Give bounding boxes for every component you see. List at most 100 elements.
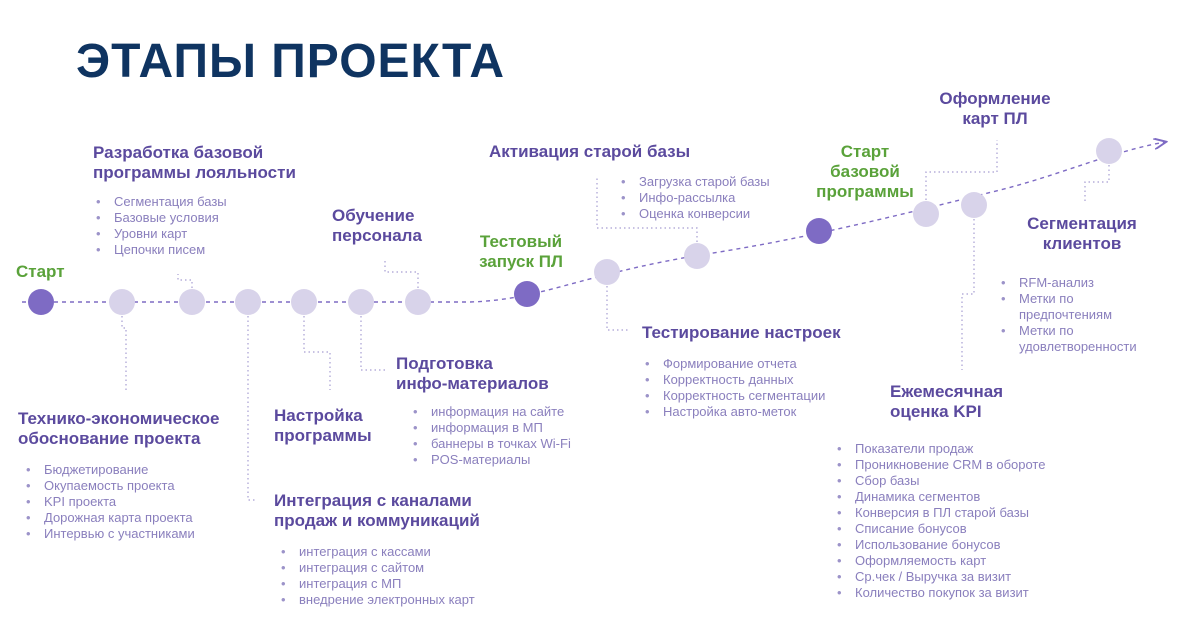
list-item: Ср.чек / Выручка за визит [835, 569, 1045, 585]
stage-base-start-title: Старт базовой программы [805, 142, 925, 202]
list-item: Использование бонусов [835, 537, 1045, 553]
stage-settings-testing-list: Формирование отчета Корректность данных … [643, 356, 825, 420]
milestone-feasibility [109, 289, 135, 315]
list-item: Уровни карт [94, 226, 227, 242]
list-item: Сегментация базы [94, 194, 227, 210]
title-line: Технико-экономическое [18, 409, 220, 428]
milestone-info-materials [348, 289, 374, 315]
stage-test-launch-title: Тестовый запуск ПЛ [460, 232, 582, 272]
list-item: интеграция с кассами [279, 544, 475, 560]
stage-base-program-list: Сегментация базы Базовые условия Уровни … [94, 194, 227, 258]
list-item: Проникновение CRM в обороте [835, 457, 1045, 473]
connector-kpi [961, 219, 975, 370]
stage-training-title: Обучение персонала [332, 206, 422, 246]
title-line: программы [816, 182, 914, 201]
title-line: Разработка базовой [93, 143, 264, 162]
title-line: обоснование проекта [18, 429, 201, 448]
milestone-base-program [179, 289, 205, 315]
list-item: интеграция с МП [279, 576, 475, 592]
list-item: Формирование отчета [643, 356, 825, 372]
list-item: Интервью с участниками [24, 526, 195, 542]
list-item: Цепочки писем [94, 242, 227, 258]
stage-base-program-title: Разработка базовой программы лояльности [93, 143, 296, 183]
milestone-program-setup [291, 289, 317, 315]
stage-kpi-title: Ежемесячная оценка KPI [890, 382, 1003, 422]
list-item: Динамика сегментов [835, 489, 1045, 505]
title-line: персонала [332, 226, 422, 245]
milestone-settings-testing [594, 259, 620, 285]
title-line: инфо-материалов [396, 374, 549, 393]
connector-segmentation [1084, 165, 1110, 204]
title-line: Старт [840, 142, 890, 161]
stage-info-materials-list: информация на сайте информация в МП банн… [411, 404, 571, 468]
list-item: информация в МП [411, 420, 571, 436]
list-item: Окупаемость проекта [24, 478, 195, 494]
stage-start-title: Старт [16, 262, 65, 281]
title-line: продаж и коммуникаций [274, 511, 480, 530]
title-line: Подготовка [396, 354, 493, 373]
connector-training [384, 258, 419, 288]
list-item: Списание бонусов [835, 521, 1045, 537]
list-item: Оформляемость карт [835, 553, 1045, 569]
title-line: клиентов [1042, 234, 1122, 253]
stage-old-base-list: Загрузка старой базы Инфо-рассылка Оценк… [619, 174, 770, 222]
title-line: карт ПЛ [962, 109, 1028, 128]
stage-settings-testing-title: Тестирование настроек [642, 323, 841, 342]
list-item: Показатели продаж [835, 441, 1045, 457]
title-line: программы лояльности [93, 163, 296, 182]
milestone-training [405, 289, 431, 315]
list-item: Инфо-рассылка [619, 190, 770, 206]
milestone-segmentation [1096, 138, 1122, 164]
stage-segmentation-list: RFM-анализ Метки по предпочтениям Метки … [999, 275, 1179, 355]
title-line: базовой [830, 162, 900, 181]
title-line: Сегментация [1027, 214, 1137, 233]
connector-lines [121, 140, 1110, 501]
stage-feasibility-title: Технико-экономическое обоснование проект… [18, 409, 219, 449]
title-line: Тестовый [479, 232, 563, 251]
title-line: Ежемесячная [890, 382, 1004, 401]
list-item: Корректность сегментации [643, 388, 825, 404]
connector-base-program [177, 274, 193, 288]
milestones [28, 138, 1122, 315]
title-line: Обучение [332, 206, 415, 225]
list-item: Количество покупок за визит [835, 585, 1045, 601]
connector-card-design [925, 140, 998, 200]
list-item: интеграция с сайтом [279, 560, 475, 576]
list-item: Бюджетирование [24, 462, 195, 478]
connector-integration [247, 316, 256, 501]
list-item: Метки по удовлетворенности [999, 323, 1169, 355]
title-line: Интеграция с каналами [274, 491, 472, 510]
list-item: Базовые условия [94, 210, 227, 226]
milestone-kpi [961, 192, 987, 218]
list-item: Дорожная карта проекта [24, 510, 195, 526]
list-item: Настройка авто-меток [643, 404, 825, 420]
list-item: Метки по предпочтениям [999, 291, 1159, 323]
list-item: Конверсия в ПЛ старой базы [835, 505, 1045, 521]
list-item: Сбор базы [835, 473, 1045, 489]
title-line: оценка KPI [890, 402, 982, 421]
list-item: информация на сайте [411, 404, 571, 420]
list-item: Корректность данных [643, 372, 825, 388]
stage-program-setup-title: Настройка программы [274, 406, 372, 446]
list-item: Загрузка старой базы [619, 174, 770, 190]
stage-integration-title: Интеграция с каналами продаж и коммуника… [274, 491, 480, 531]
milestone-integration [235, 289, 261, 315]
title-line: Настройка [274, 406, 363, 425]
stage-info-materials-title: Подготовка инфо-материалов [396, 354, 549, 394]
list-item: RFM-анализ [999, 275, 1179, 291]
list-item: баннеры в точках Wi-Fi [411, 436, 571, 452]
connector-old-base [596, 178, 698, 242]
stage-kpi-list: Показатели продаж Проникновение CRM в об… [835, 441, 1045, 601]
list-item: KPI проекта [24, 494, 195, 510]
title-line: Оформление [939, 89, 1051, 108]
list-item: POS-материалы [411, 452, 571, 468]
milestone-start [28, 289, 54, 315]
milestone-card-design [913, 201, 939, 227]
list-item: Оценка конверсии [619, 206, 770, 222]
connector-settings-testing [606, 286, 630, 331]
stage-feasibility-list: Бюджетирование Окупаемость проекта KPI п… [24, 462, 195, 542]
milestone-old-base [684, 243, 710, 269]
stage-card-design-title: Оформление карт ПЛ [925, 89, 1065, 129]
page-title: ЭТАПЫ ПРОЕКТА [76, 35, 505, 88]
